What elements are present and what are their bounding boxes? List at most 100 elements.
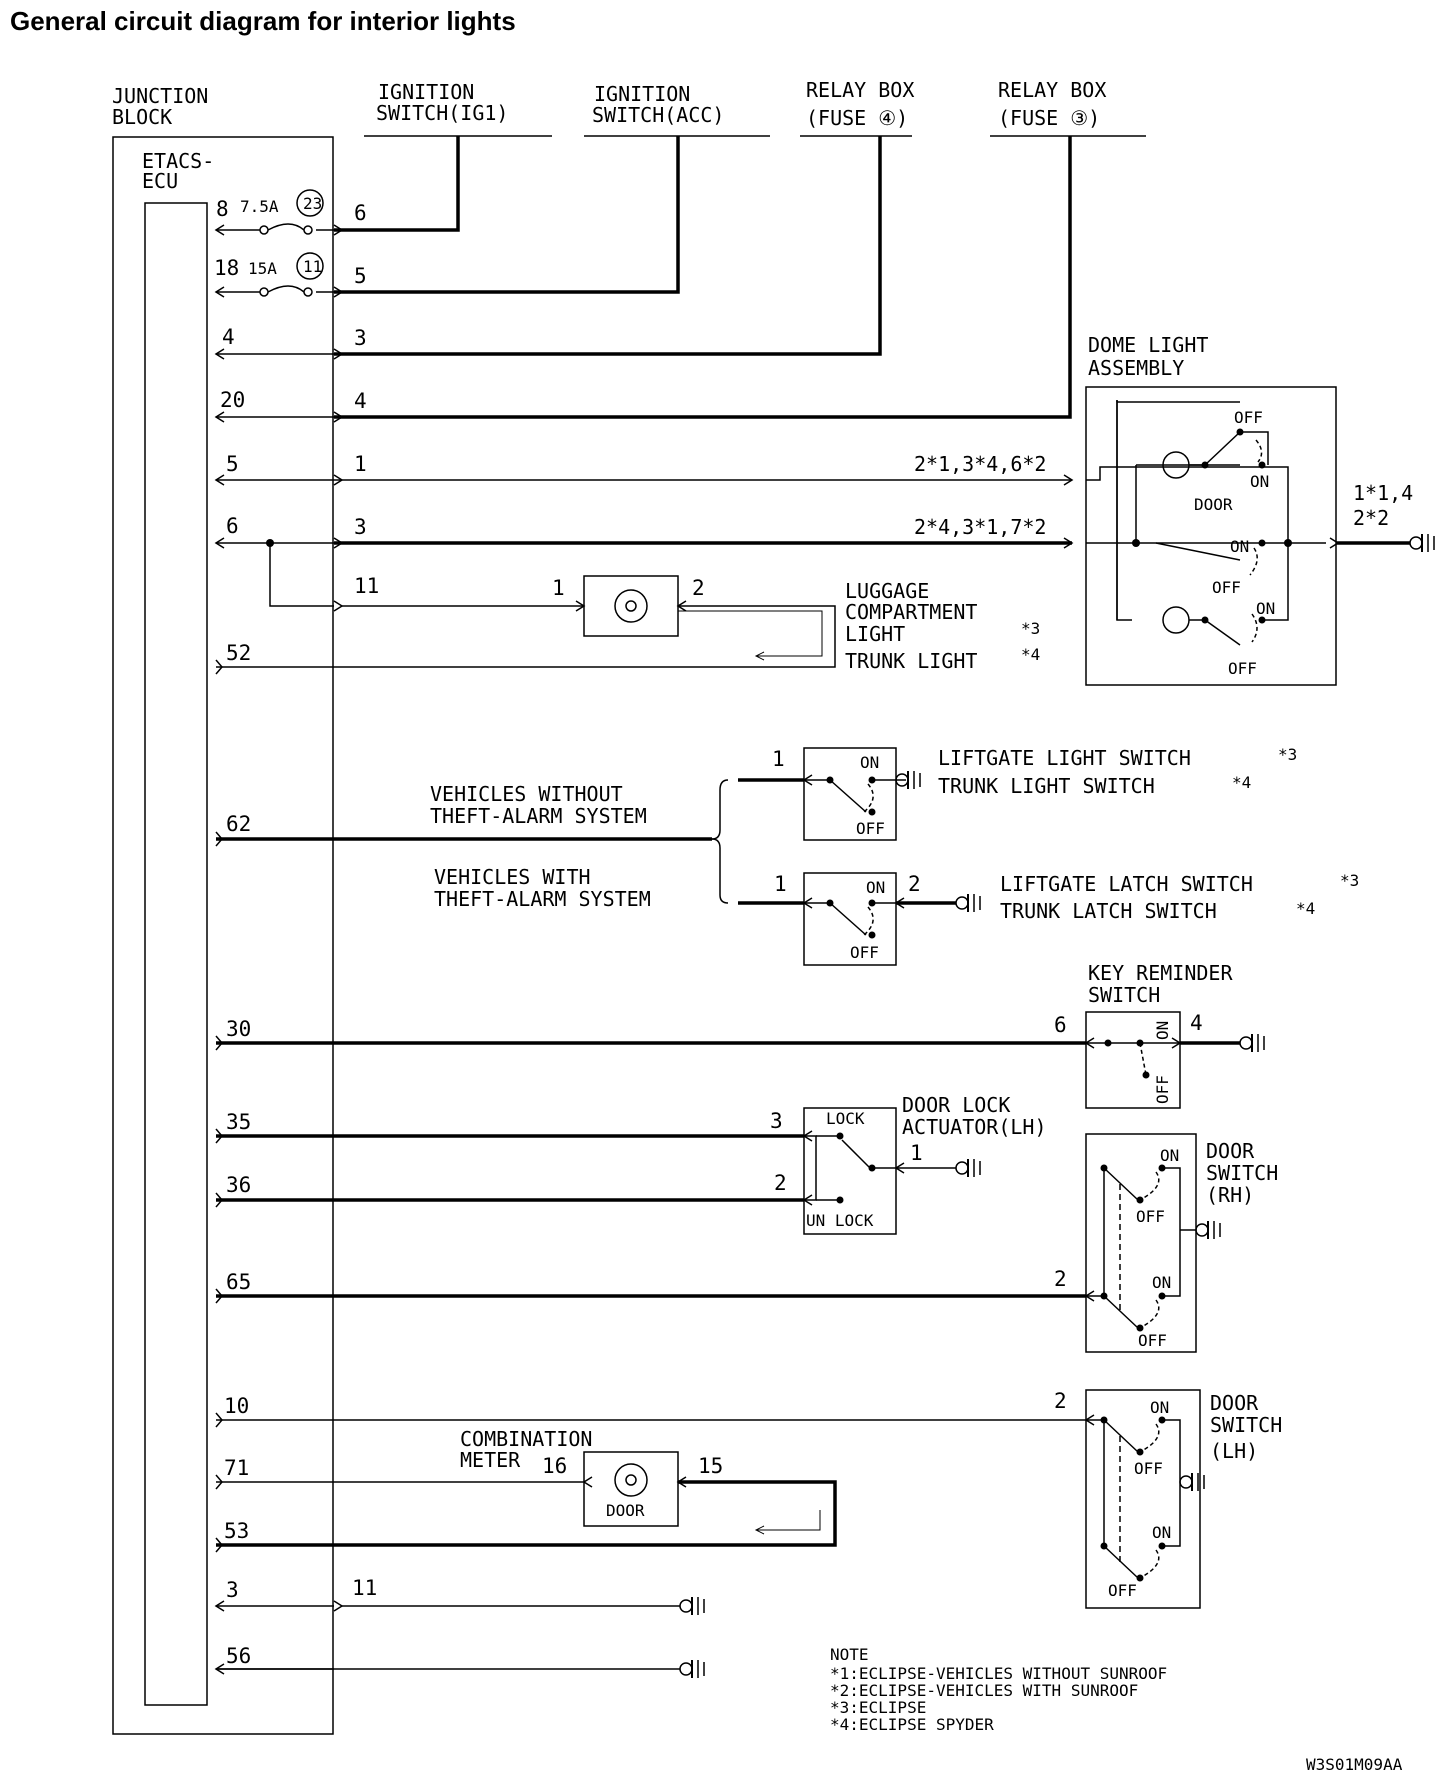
ecu-pin: 3 [226, 1578, 239, 1602]
block-pin: 6 [354, 201, 367, 225]
door-lock-actuator [803, 1107, 897, 1235]
door-lh-off-1: OFF [1134, 1459, 1163, 1478]
without-alarm-label-2: THEFT-ALARM SYSTEM [430, 804, 647, 828]
lock-pin-3: 3 [770, 1109, 783, 1133]
ecu-pin: 30 [226, 1017, 251, 1041]
dome-off-1: OFF [1234, 408, 1263, 427]
luggage-sup-4: *4 [1021, 645, 1040, 664]
key-on: ON [1153, 1021, 1172, 1040]
luggage-pin-out: 2 [692, 576, 705, 600]
block-pin: 11 [352, 1576, 377, 1600]
key-pin-in: 6 [1054, 1013, 1067, 1037]
ecu-pin: 6 [226, 514, 239, 538]
ecu-pin: 36 [226, 1173, 251, 1197]
dome-pins-mid: 2*4,3*1,7*2 [914, 515, 1046, 539]
door-switch-rh [1085, 1133, 1197, 1353]
luggage-label-4: TRUNK LIGHT [845, 649, 977, 673]
luggage-label-3: LIGHT [845, 622, 905, 646]
fuse-15a-label: 15A [248, 259, 277, 278]
liftgate-latch-pin-out: 2 [908, 872, 921, 896]
door-lh-on-1: ON [1150, 1398, 1169, 1417]
door-lh-on-2: ON [1152, 1523, 1171, 1542]
dome-out-pin-2: 2*2 [1353, 506, 1389, 530]
liftgate-light-label-1: LIFTGATE LIGHT SWITCH [938, 746, 1191, 770]
fuse23-number: 23 [303, 194, 322, 213]
note-title: NOTE [830, 1645, 869, 1664]
relay23-label-2: (FUSE ④) [806, 106, 908, 130]
ecu-pin: 20 [220, 388, 245, 412]
key-reminder-label-1: KEY REMINDER [1088, 961, 1233, 985]
ecu-pin: 18 [214, 256, 239, 280]
liftgate-latch-label-2: TRUNK LATCH SWITCH [1000, 899, 1217, 923]
meter-pin-out: 15 [698, 1454, 723, 1478]
ign-ig1-label: IGNITION [378, 80, 474, 104]
ecu-pin: 52 [226, 641, 251, 665]
lock-pin-2: 2 [774, 1171, 787, 1195]
with-alarm-label-2: THEFT-ALARM SYSTEM [434, 887, 651, 911]
dome-on-2: ON [1230, 537, 1249, 556]
ecu-pin: 62 [226, 812, 251, 836]
dome-off-3: OFF [1228, 659, 1257, 678]
liftgate-light-sup3: *3 [1278, 745, 1297, 764]
door-lh-pin: 2 [1054, 1389, 1067, 1413]
door-lock-label-1: DOOR LOCK [902, 1093, 1010, 1117]
unlock-text: UN LOCK [806, 1211, 874, 1230]
luggage-sup-3: *3 [1021, 619, 1040, 638]
dome-light-assembly [1085, 386, 1337, 686]
relay22-label-2: (FUSE ③) [998, 106, 1100, 130]
ecu-pin: 8 [216, 197, 229, 221]
combination-meter [583, 1451, 679, 1527]
ecu-pin: 56 [226, 1644, 251, 1668]
fuse-15a [259, 252, 324, 297]
block-pin: 11 [354, 574, 379, 598]
key-off: OFF [1153, 1075, 1172, 1104]
meter-pin-in: 16 [542, 1454, 567, 1478]
dome-light-label: DOME LIGHT [1088, 333, 1208, 357]
liftgate-latch-sup3: *3 [1340, 871, 1359, 890]
door-rh-on-2: ON [1152, 1273, 1171, 1292]
block-pin: 3 [354, 326, 367, 350]
with-alarm-label-1: VEHICLES WITH [434, 865, 591, 889]
liftgate-latch-pin-in: 1 [774, 872, 787, 896]
door-lh-label-2: SWITCH [1210, 1413, 1282, 1437]
key-reminder-switch [1085, 1011, 1181, 1109]
dome-on-3: ON [1256, 599, 1275, 618]
ecu-pin: 5 [226, 452, 239, 476]
fuse11-number: 11 [303, 257, 322, 276]
block-pin: 3 [354, 515, 367, 539]
key-pin-out: 4 [1190, 1011, 1203, 1035]
door-switch-lh [1085, 1389, 1201, 1609]
door-lh-off-2: OFF [1108, 1581, 1137, 1600]
luggage-pin-in: 1 [552, 576, 565, 600]
ign-acc-label: IGNITION [594, 82, 690, 106]
luggage-light-box [583, 575, 679, 637]
note-item: *2:ECLIPSE-VEHICLES WITH SUNROOF [830, 1681, 1138, 1700]
liftgate-light-off: OFF [856, 819, 885, 838]
page-title: General circuit diagram for interior lig… [10, 6, 516, 36]
block-pin: 4 [354, 389, 367, 413]
etacs-ecu-label: ETACS- [142, 149, 214, 173]
fuse-7-5a [259, 189, 324, 235]
liftgate-latch-sup4: *4 [1296, 899, 1315, 918]
ecu-pin: 35 [226, 1110, 251, 1134]
dome-pins-top: 2*1,3*4,6*2 [914, 452, 1046, 476]
diagram-code: W3S01M09AA [1306, 1755, 1403, 1774]
ecu-pin: 53 [224, 1519, 249, 1543]
liftgate-latch-off: OFF [850, 943, 879, 962]
liftgate-latch-label-1: LIFTGATE LATCH SWITCH [1000, 872, 1253, 896]
junction-block-label-2: BLOCK [112, 105, 172, 129]
meter-label-1: COMBINATION [460, 1427, 592, 1451]
block-pin: 5 [354, 264, 367, 288]
note-item: *3:ECLIPSE [830, 1698, 926, 1717]
relay23-label: RELAY BOX [806, 78, 914, 102]
meter-label-2: METER [460, 1448, 521, 1472]
ign-ig1-label-2: SWITCH(IG1) [376, 101, 508, 125]
dome-light-label-2: ASSEMBLY [1088, 356, 1184, 380]
ecu-pin: 71 [224, 1456, 249, 1480]
lock-pin-1: 1 [910, 1141, 923, 1165]
ecu-pin: 4 [222, 325, 235, 349]
dome-out-pin-1: 1*1,4 [1353, 481, 1413, 505]
liftgate-light-on: ON [860, 753, 879, 772]
note-item: *1:ECLIPSE-VEHICLES WITHOUT SUNROOF [830, 1664, 1167, 1683]
